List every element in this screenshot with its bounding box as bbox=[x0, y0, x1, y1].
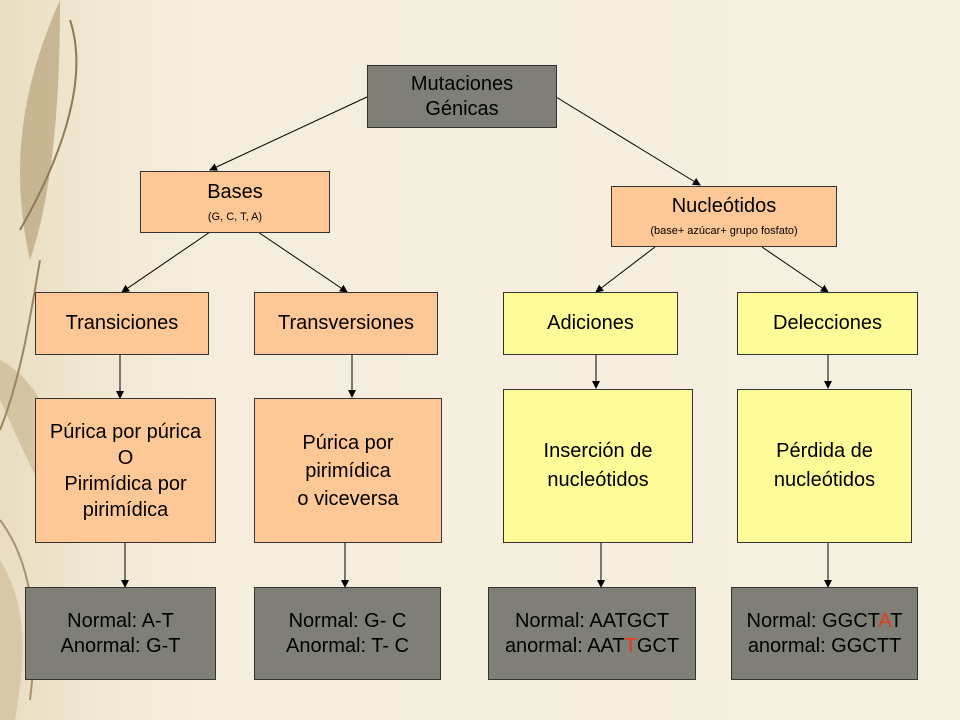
nucleotidos-subtitle: (base+ azúcar+ grupo fosfato) bbox=[650, 225, 798, 238]
desc-transiciones-line-2: O bbox=[117, 446, 134, 469]
desc-transversiones-line-2: pirimídica bbox=[305, 459, 391, 482]
desc-delecciones-line-1: Pérdida de bbox=[776, 440, 873, 462]
example-delecciones-normal-suffix: T bbox=[890, 609, 903, 632]
example-adiciones-inserted-base: T bbox=[624, 634, 637, 657]
arrow-root-bases bbox=[209, 96, 368, 171]
desc-transiciones-line-4: pirimídica bbox=[82, 498, 169, 521]
transiciones-label: Transiciones bbox=[65, 312, 179, 334]
desc-transiciones-line-3: Pirimídica por bbox=[64, 472, 187, 495]
example-transiciones-normal: Normal: A-T bbox=[67, 609, 174, 632]
delecciones-label: Delecciones bbox=[773, 312, 882, 334]
desc-adiciones-line-1: Inserción de bbox=[543, 440, 653, 462]
example-delecciones-normal: Normal: GGCTAT bbox=[747, 609, 903, 634]
desc-transversiones-line-1: Púrica por bbox=[302, 431, 394, 454]
node-mutaciones-genicas: Mutaciones Génicas bbox=[367, 65, 557, 128]
arrow-root-nucleotidos bbox=[555, 96, 701, 186]
transversiones-label: Transversiones bbox=[278, 312, 414, 334]
example-adiciones-anormal-suffix: GCT bbox=[636, 634, 680, 657]
node-delecciones: Delecciones bbox=[737, 292, 918, 355]
example-adiciones: Normal: AATGCT anormal: AATTGCT bbox=[488, 587, 696, 680]
desc-delecciones: Pérdida de nucleótidos bbox=[737, 389, 912, 543]
desc-adiciones: Inserción de nucleótidos bbox=[503, 389, 693, 543]
example-adiciones-normal: Normal: AATGCT bbox=[514, 609, 670, 632]
desc-transiciones: Púrica por púrica O Pirimídica por pirim… bbox=[35, 398, 216, 543]
nucleotidos-title: Nucleótidos bbox=[671, 195, 777, 218]
example-transversiones: Normal: G- C Anormal: T- C bbox=[254, 587, 441, 680]
arrow-bases-transversiones bbox=[257, 231, 348, 293]
adiciones-label: Adiciones bbox=[547, 312, 634, 334]
example-delecciones-anormal: anormal: GGCTT bbox=[747, 634, 902, 657]
desc-transversiones-line-3: o viceversa bbox=[297, 487, 399, 510]
node-transversiones: Transversiones bbox=[254, 292, 438, 355]
example-transversiones-anormal: Anormal: T- C bbox=[286, 634, 409, 657]
example-delecciones-normal-prefix: Normal: GGCT bbox=[746, 609, 879, 632]
example-transiciones: Normal: A-T Anormal: G-T bbox=[25, 587, 216, 680]
arrow-nucleotidos-adiciones bbox=[595, 246, 656, 293]
example-transiciones-anormal: Anormal: G-T bbox=[60, 634, 181, 657]
root-line-2: Génicas bbox=[425, 97, 499, 120]
node-nucleotidos: Nucleótidos (base+ azúcar+ grupo fosfato… bbox=[611, 186, 837, 247]
desc-delecciones-line-2: nucleótidos bbox=[773, 469, 876, 491]
arrow-bases-transiciones bbox=[121, 231, 211, 293]
node-adiciones: Adiciones bbox=[503, 292, 678, 355]
root-line-1: Mutaciones bbox=[410, 72, 514, 95]
example-delecciones-deleted-base: A bbox=[878, 609, 891, 632]
desc-transversiones: Púrica por pirimídica o viceversa bbox=[254, 398, 442, 543]
desc-transiciones-line-1: Púrica por púrica bbox=[49, 420, 202, 443]
node-transiciones: Transiciones bbox=[35, 292, 209, 355]
example-adiciones-anormal-prefix: anormal: AAT bbox=[504, 634, 625, 657]
desc-adiciones-line-2: nucleótidos bbox=[547, 469, 649, 491]
example-transversiones-normal: Normal: G- C bbox=[288, 609, 407, 632]
arrow-nucleotidos-delecciones bbox=[761, 246, 829, 293]
bases-subtitle: (G, C, T, A) bbox=[207, 210, 263, 223]
example-delecciones: Normal: GGCTAT anormal: GGCTT bbox=[731, 587, 918, 680]
node-bases: Bases (G, C, T, A) bbox=[140, 171, 330, 233]
bases-title: Bases bbox=[207, 180, 263, 203]
example-adiciones-anormal: anormal: AATTGCT bbox=[505, 634, 679, 659]
